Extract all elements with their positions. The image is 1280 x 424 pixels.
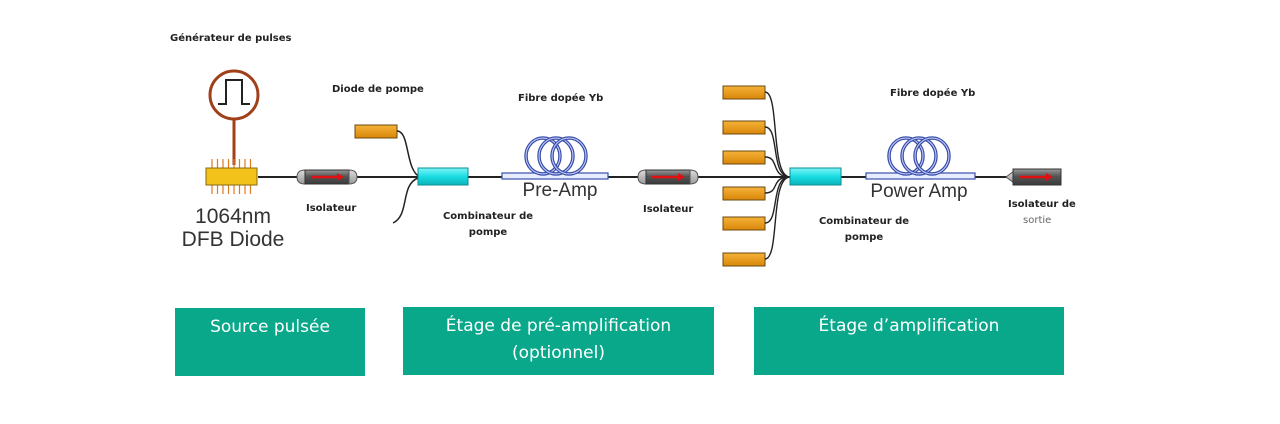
- power-amp-label: Power Amp: [870, 181, 968, 202]
- stage-amplification: Étage d’amplification: [754, 307, 1064, 375]
- pump-combiner-label: Combinateur de pompe: [442, 211, 534, 238]
- yb-fiber-label-poweramp: Fibre dopée Yb: [890, 88, 976, 99]
- pump-diode-icon: [722, 85, 766, 100]
- pump-diode-icon: [722, 150, 766, 165]
- output-isolator-label-line2: sortie: [1023, 215, 1052, 226]
- pump-combiner-icon: [417, 167, 469, 186]
- pulse-generator-label: Générateur de pulses: [170, 33, 292, 44]
- yb-fiber-label-preamp: Fibre dopée Yb: [518, 93, 604, 104]
- isolator-icon: [296, 169, 358, 185]
- stage-pulsed-source: Source pulsée: [175, 308, 365, 376]
- isolator-label: Isolateur: [643, 204, 694, 215]
- output-isolator-icon: [1005, 168, 1062, 186]
- seed-diode-label: 1064nm DFB Diode: [181, 205, 285, 251]
- pump-diode-icon: [722, 120, 766, 135]
- dfb-diode-chip-icon: [205, 159, 258, 194]
- output-isolator-label: Isolateur de: [1008, 199, 1076, 210]
- pulse-generator-icon: [208, 69, 260, 165]
- yb-fiber-coil-icon: [501, 136, 609, 180]
- pump-diode-bank: [722, 85, 791, 267]
- pump-diode-icon: [722, 186, 766, 201]
- stage-pre-amplification: Étage de pré-amplification (optionnel): [403, 307, 714, 375]
- pump-diode-icon: [722, 216, 766, 231]
- pump-combiner-label: Combinateur de pompe: [818, 216, 910, 243]
- pump-diode-label: Diode de pompe: [332, 84, 424, 95]
- isolator-label: Isolateur: [306, 203, 357, 214]
- isolator-icon: [637, 169, 699, 185]
- yb-fiber-coil-icon: [865, 136, 976, 180]
- pre-amp-label: Pre-Amp: [522, 180, 598, 201]
- pump-diode-icon: [354, 124, 421, 224]
- pump-diode-icon: [722, 252, 766, 267]
- pump-combiner-icon: [789, 167, 842, 186]
